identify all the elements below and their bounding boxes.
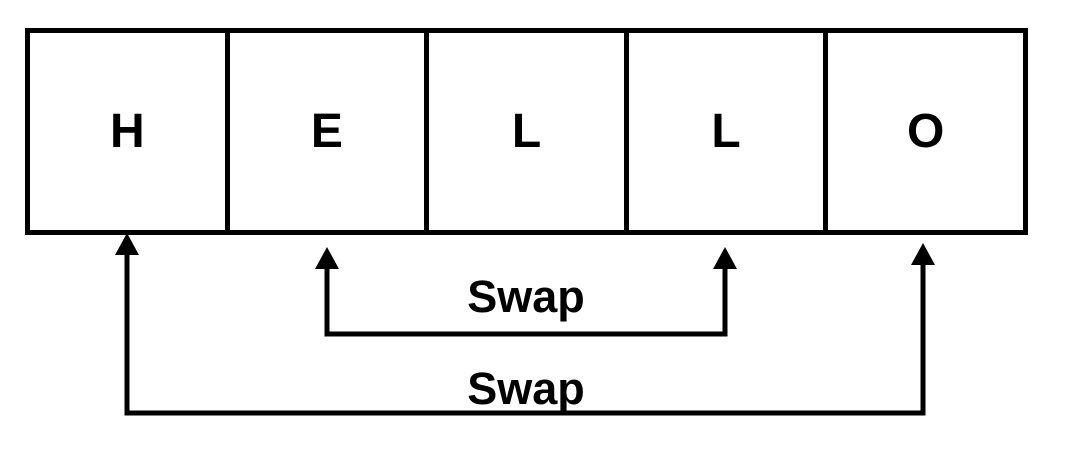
arrowhead-up-icon bbox=[713, 247, 737, 269]
array-cell: H bbox=[30, 33, 230, 230]
array-row: H E L L O bbox=[25, 28, 1028, 235]
arrowhead-up-icon bbox=[315, 247, 339, 269]
cell-letter: L bbox=[511, 104, 542, 158]
arrowhead-up-icon bbox=[911, 243, 935, 265]
cell-letter: E bbox=[310, 104, 343, 158]
cell-letter: O bbox=[907, 104, 945, 158]
arrowhead-up-icon bbox=[115, 233, 139, 255]
array-cell: O bbox=[828, 33, 1023, 230]
array-cell: E bbox=[230, 33, 430, 230]
swap-label-outer: Swap bbox=[467, 363, 585, 414]
array-cell: L bbox=[629, 33, 829, 230]
array-cell: L bbox=[429, 33, 629, 230]
swap-label-inner: Swap bbox=[467, 271, 585, 322]
cell-letter: H bbox=[109, 104, 145, 158]
cell-letter: L bbox=[711, 104, 741, 158]
